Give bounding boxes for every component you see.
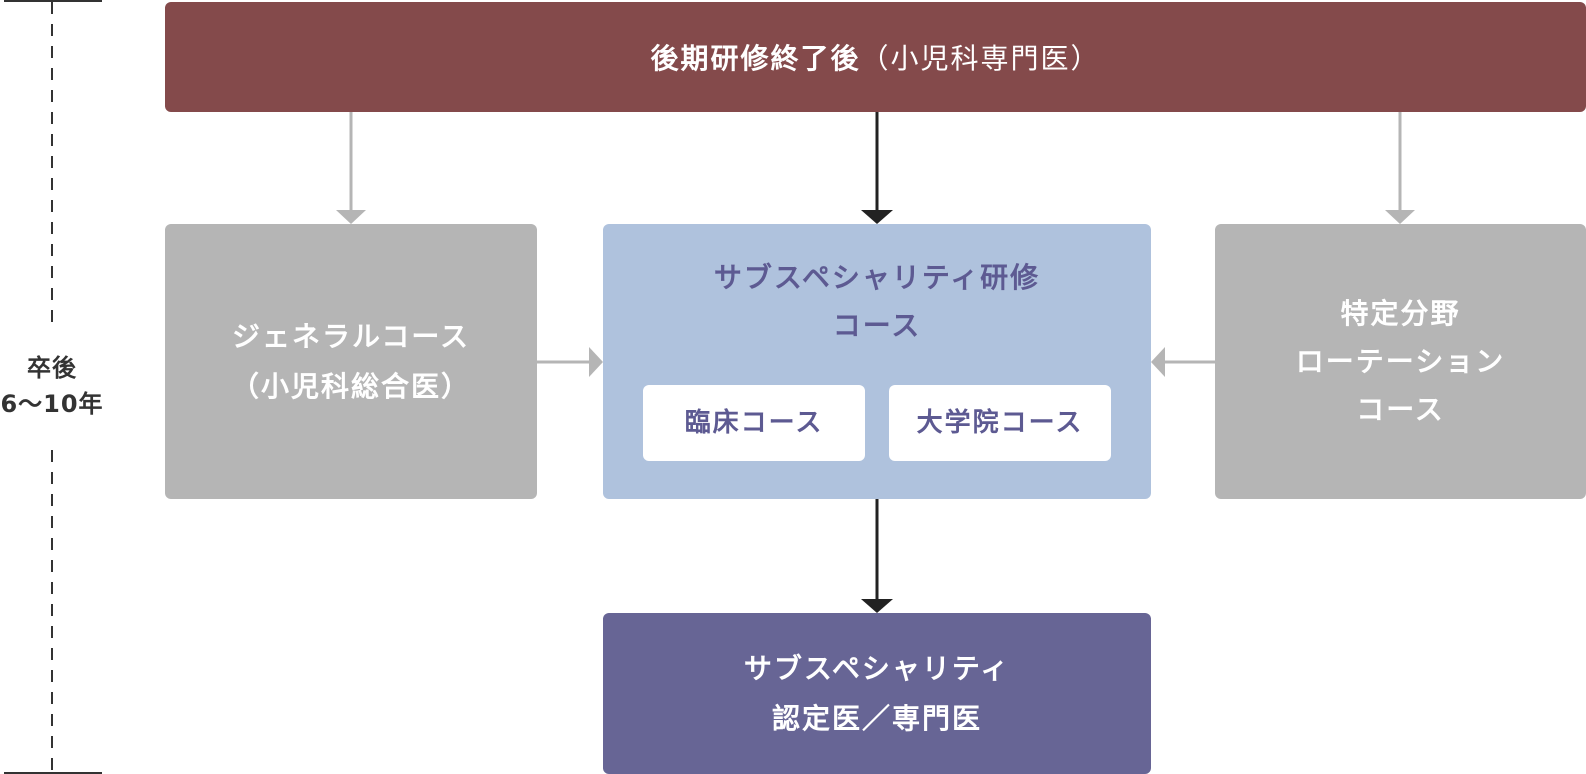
timeline-label-line2: 6〜10年 [0, 390, 104, 418]
post-residency-subtitle: （小児科専門医） [860, 42, 1101, 75]
graduate-school-course-option: 大学院コース [889, 385, 1111, 461]
arrowhead-top-to-general [336, 210, 366, 224]
subspecialty-course-box: サブスペシャリティ研修 コース 臨床コース 大学院コース [603, 224, 1151, 499]
arrowhead-general-to-subspecialty [589, 347, 603, 377]
general-course-box: ジェネラルコース （小児科総合医） [165, 224, 537, 499]
specific-rotation-line2: ローテーション [1295, 344, 1506, 378]
timeline-label: 卒後 6〜10年 [0, 350, 104, 422]
specific-rotation-course-box: 特定分野 ローテーション コース [1215, 224, 1586, 499]
specific-rotation-line3: コース [1356, 392, 1445, 426]
arrowhead-top-to-rotation [1385, 210, 1415, 224]
clinical-course-option: 臨床コース [643, 385, 865, 461]
timeline-label-line1: 卒後 [27, 354, 77, 382]
subspecialty-certification-box: サブスペシャリティ 認定医／専門医 [603, 613, 1151, 774]
certification-line2: 認定医／専門医 [771, 701, 982, 735]
certification-line1: サブスペシャリティ [743, 651, 1011, 685]
timeline [4, 0, 102, 774]
arrowhead-subspecialty-to-certification [861, 599, 893, 613]
arrowhead-rotation-to-subspecialty [1151, 347, 1165, 377]
post-residency-title: 後期研修終了後 [650, 42, 861, 75]
post-residency-header: 後期研修終了後 （小児科専門医） [165, 2, 1586, 112]
subspecialty-course-line2: コース [832, 309, 922, 342]
arrowhead-top-to-subspecialty [861, 210, 893, 224]
general-course-line2: （小児科総合医） [230, 369, 471, 403]
general-course-line1: ジェネラルコース [231, 319, 471, 353]
subspecialty-course-line1: サブスペシャリティ研修 [713, 261, 1041, 294]
specific-rotation-line1: 特定分野 [1340, 296, 1461, 330]
